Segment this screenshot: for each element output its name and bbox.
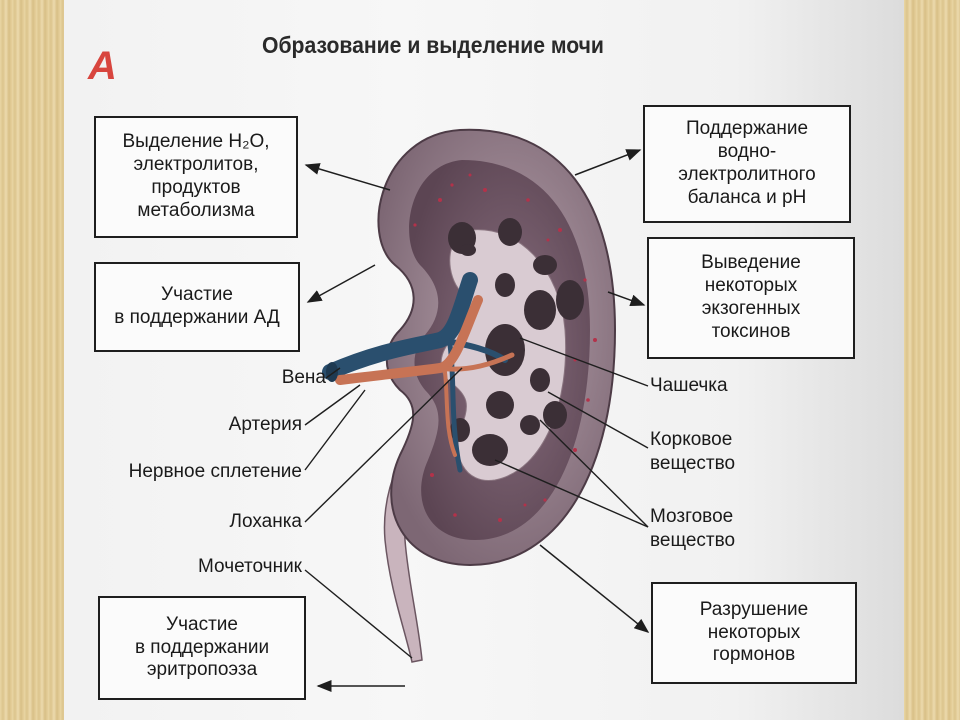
function-arrows [304,149,650,692]
vein-cut-end [326,362,338,382]
panel-letter: А [88,44,117,88]
label-artery: Артерия [228,414,302,435]
label-medulla: Мозговое вещество [650,506,736,551]
box-hormones: Разрушение некоторых гормонов [651,582,857,684]
label-pointers [304,337,649,659]
label-vein: Вена [281,367,326,388]
right-border [904,0,960,720]
box-water-balance: Поддержание водно- электролитного баланс… [643,105,851,223]
page-title: Образование и выделение мочи [262,32,604,58]
label-nerve-plexus: Нервное сплетение [128,461,302,482]
artery-branch-low [443,370,457,457]
artery-branch [437,352,515,372]
label-ureter: Мочеточник [198,556,302,577]
label-pelvis: Лоханка [229,511,302,532]
left-border [0,0,64,720]
label-calyx: Чашечка [650,375,728,396]
box-blood-pressure: Участие в поддержании АД [94,262,300,352]
box-toxins: Выведение некоторых экзогенных токсинов [647,237,855,359]
label-cortex: Корковое вещество [650,429,736,474]
box-excretion: Выделение H₂O, электролитов, продуктов м… [94,116,298,238]
cortex-speckles [413,173,597,522]
box-erythropoiesis: Участие в поддержании эритропоэза [98,596,306,700]
